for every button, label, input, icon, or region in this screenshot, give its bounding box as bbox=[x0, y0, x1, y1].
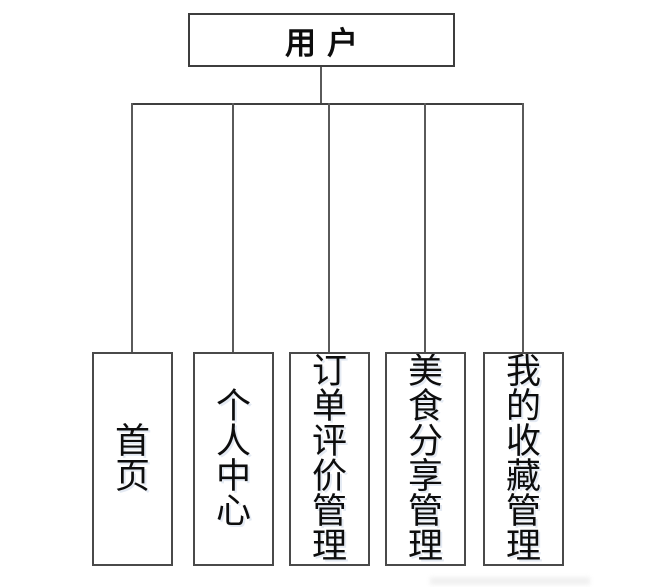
node-home-label: 首页 bbox=[115, 422, 151, 496]
node-personal-center-label: 个人中心 bbox=[216, 387, 252, 531]
node-order-review-management: 订单评价管理 bbox=[289, 352, 370, 566]
connector-drop-food-sharing bbox=[424, 103, 426, 352]
node-personal-center: 个人中心 bbox=[193, 352, 274, 566]
node-my-favorites-management-label: 我的收藏管理 bbox=[506, 352, 542, 566]
node-user: 用户 bbox=[188, 13, 455, 67]
node-home: 首页 bbox=[92, 352, 173, 566]
node-food-sharing-management: 美食分享管理 bbox=[385, 352, 466, 566]
connector-drop-home bbox=[131, 103, 133, 352]
connector-drop-my-favorites bbox=[522, 103, 524, 352]
connector-drop-personal-center bbox=[232, 103, 234, 352]
connector-drop-order-review bbox=[328, 103, 330, 352]
connector-horizontal-bar bbox=[131, 103, 524, 105]
node-order-review-management-label: 订单评价管理 bbox=[312, 352, 348, 566]
watermark-smudge bbox=[430, 577, 590, 585]
node-food-sharing-management-label: 美食分享管理 bbox=[408, 352, 444, 566]
node-user-label: 用户 bbox=[285, 25, 369, 61]
connector-root-stem bbox=[320, 67, 322, 105]
node-my-favorites-management: 我的收藏管理 bbox=[483, 352, 564, 566]
